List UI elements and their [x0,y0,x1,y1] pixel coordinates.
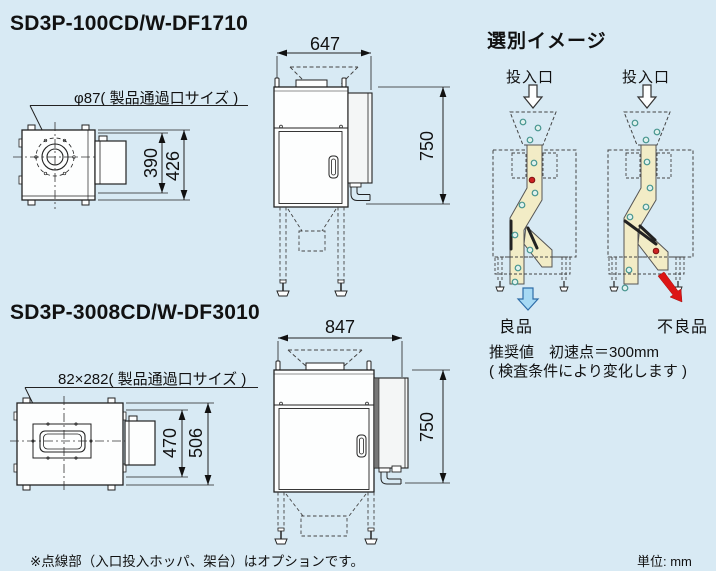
dimension-front-inner-height: 470 [126,409,188,478]
dim-750-1: 750 [417,131,437,161]
adjustable-feet [276,279,348,297]
machine-body-side [273,360,375,493]
footer-option-note: ※点線部（入口投入ホッパ、架台）はオプションです。 [30,554,364,569]
detector-box-right [542,152,558,179]
model1-title: SD3P-100CD/W-DF1710 [10,12,248,35]
model2-side-view-drawing: 847 [273,318,450,545]
inlet-label-left: 投入口 [505,69,554,86]
bad-product-dot [528,176,536,184]
drain-pipe [349,182,371,201]
lower-frame-dashed [608,256,685,275]
model2-front-view-drawing: 470 506 [10,387,258,493]
dim-506: 506 [186,428,206,458]
machine-body-side [273,77,349,208]
dimension-height: 750 [366,86,450,205]
bad-product-dot [652,247,660,255]
dimension-width: 847 [277,318,403,377]
model2-title: SD3P-3008CD/W-DF3010 [10,301,260,324]
bottom-white-strip [0,571,716,581]
diverter-flap-open [623,219,658,246]
door-handle [356,434,367,458]
product-opening-rect [31,422,93,460]
model2-opening-label: 82×282( 製品通過口サイズ ) [58,371,247,388]
dim-750-2: 750 [417,412,437,442]
rear-unit-box [373,377,409,469]
dim-390: 390 [141,148,161,178]
good-product-arrow-icon [516,287,540,311]
door-handle [328,155,339,179]
diverter-flap-closed [509,219,539,251]
stand-legs-dashed-optional [279,207,345,282]
dim-470: 470 [160,428,180,458]
dim-426: 426 [163,151,183,181]
sorting-diagram-good [492,84,577,311]
inlet-arrow-icon [636,84,658,109]
sorting-heading: 選別イメージ [487,31,607,52]
recommend-note-line1: 推奨値 初速点＝300mm [489,344,660,361]
bad-product-label: 不良品 [657,319,709,336]
center-lines [13,122,104,209]
dim-647: 647 [310,34,340,54]
feed-hopper-dashed [623,111,671,146]
stand-legs [611,257,681,281]
good-product-label: 良品 [499,319,534,336]
dim-847: 847 [325,318,355,337]
rear-unit-box [347,92,373,184]
inlet-label-right: 投入口 [621,69,670,86]
control-box-front [94,135,127,185]
drain-pipe [378,465,402,485]
dimension-height: 750 [405,369,450,484]
machine-body-front [13,397,127,491]
unit-label: 単位: mm [637,554,692,569]
reject-branch-chute [523,224,553,268]
stand-legs [497,257,567,281]
adjustable-feet [274,527,378,545]
machine-body-front [18,124,96,206]
bad-product-arrow-icon [657,271,683,303]
dimension-front-inner-height: 390 [98,132,168,194]
model1-opening-label: φ87( 製品通過口サイズ ) [74,90,239,107]
detector-box-left [511,152,527,179]
sorting-diagram-reject [607,84,694,303]
dimension-front-overall-height: 506 [126,402,214,486]
dimension-front-overall-height: 426 [98,129,190,201]
good-product-dots [511,118,542,286]
control-box-front [124,415,156,466]
stand-legs-dashed-optional [277,492,375,537]
model1-front-view-drawing: 390 426 [13,105,248,209]
recommend-note-line2: ( 検査条件により変化します ) [489,363,688,380]
lower-frame-dashed [494,256,571,275]
feed-hopper-dashed [509,111,557,146]
dimension-width: 647 [276,34,372,90]
good-product-dots [621,119,661,292]
detector-box-right [656,152,672,179]
model1-side-view-drawing: 647 [273,34,450,297]
feet [495,281,569,292]
product-opening-circle [34,137,76,177]
hopper-dashed-optional [287,349,363,368]
center-lines [10,396,131,493]
detector-box-left [625,152,641,179]
main-chute [623,144,657,285]
inlet-arrow-icon [522,84,544,109]
